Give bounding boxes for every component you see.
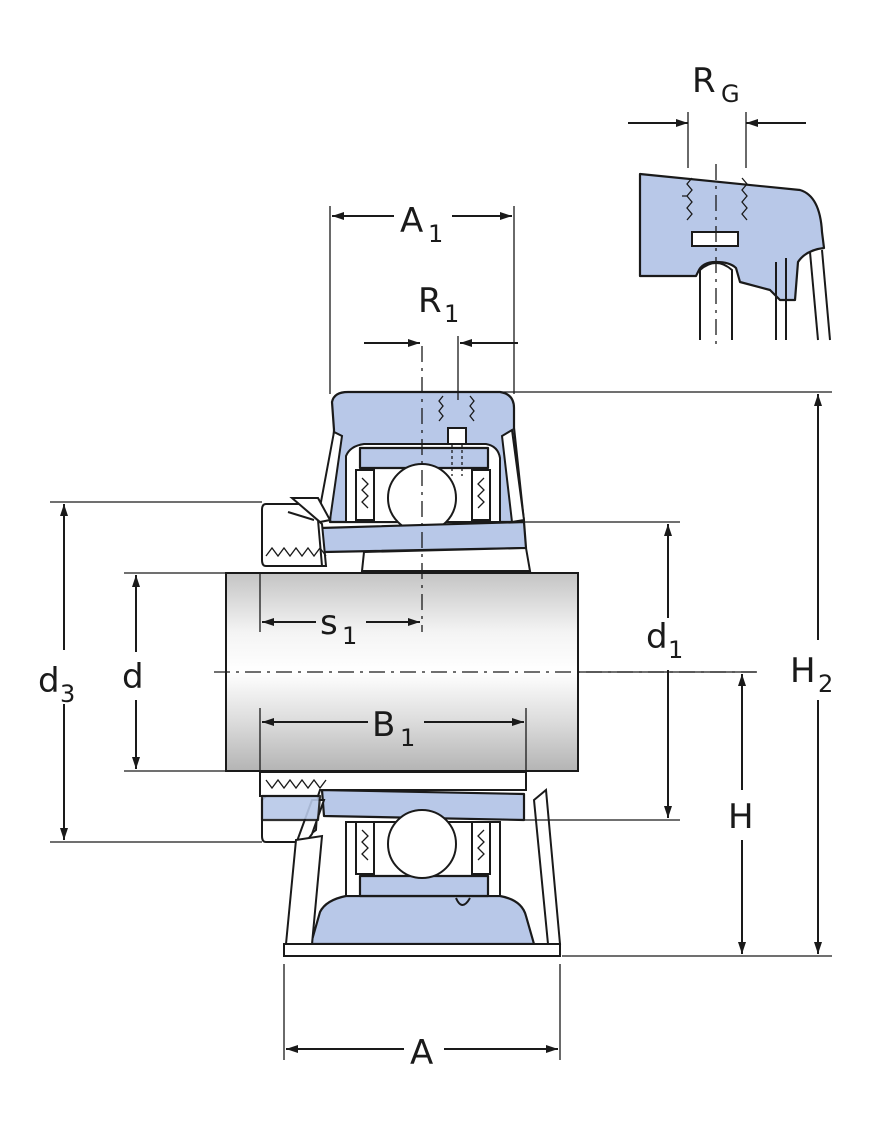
dim-label-r1-main: R — [418, 281, 442, 321]
dim-label-d: d — [122, 657, 144, 697]
dim-label-h2-sub: 2 — [818, 670, 833, 698]
dim-label-a1-main: A — [400, 201, 423, 241]
dim-label-h2-main: H — [790, 651, 816, 691]
dim-label-r1-sub: 1 — [444, 300, 459, 328]
dim-label-h: H — [728, 797, 754, 837]
dim-label-d3-main: d — [38, 661, 60, 701]
dim-label-d3-sub: 3 — [60, 680, 75, 708]
dim-label-rg-main: R — [692, 61, 716, 101]
threaded-hole-detail — [628, 112, 831, 344]
housing-upper — [261, 390, 532, 572]
housing-lower — [259, 771, 562, 957]
dim-label-s1-main: s — [320, 603, 338, 643]
dim-label-a: A — [410, 1033, 433, 1073]
dimension-lines — [50, 206, 832, 1060]
dim-label-b1-sub: 1 — [400, 724, 415, 752]
dim-label-b1-main: B — [372, 705, 395, 745]
dim-label-a1-sub: 1 — [428, 220, 443, 248]
dim-label-rg-sub: G — [721, 80, 740, 108]
dim-label-d1-sub: 1 — [668, 636, 683, 664]
dim-label-d1-main: d — [646, 617, 668, 657]
dim-label-s1-sub: 1 — [342, 622, 357, 650]
